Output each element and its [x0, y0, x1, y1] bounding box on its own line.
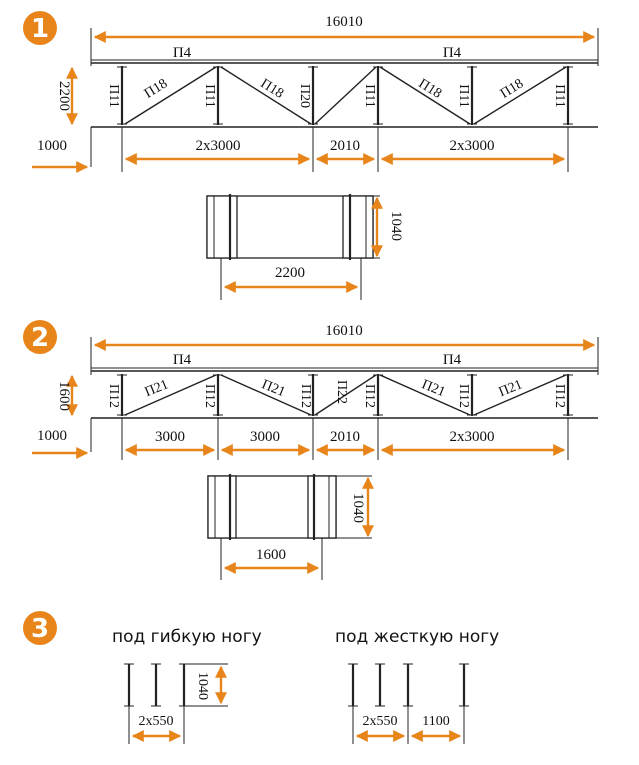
- top-chord-right-label: П4: [443, 352, 462, 368]
- support-label: 1000: [37, 138, 67, 154]
- height-label: 2200: [56, 81, 72, 111]
- badge-1-text: 1: [31, 14, 49, 44]
- post-label: П11: [106, 84, 121, 108]
- bottom-dimension-label: 3000: [250, 429, 280, 445]
- leg-rigid: под жесткую ногу 2х550 1100: [335, 627, 499, 744]
- mid-brace-label: П20: [297, 84, 312, 108]
- flexible-leg-caption: под гибкую ногу: [112, 627, 262, 647]
- bottom-dimension-label: 2х3000: [450, 138, 495, 154]
- badge-3-text: 3: [31, 614, 49, 644]
- bottom-dimension-label: 2010: [330, 429, 360, 445]
- top-chord-left-label: П4: [173, 45, 192, 61]
- bottom-dimension-label: 3000: [155, 429, 185, 445]
- diagonals: [124, 374, 567, 416]
- span-label: 16010: [325, 14, 363, 30]
- post-label: П12: [552, 384, 567, 408]
- post-label: П12: [456, 384, 471, 408]
- post-label: П12: [298, 384, 313, 408]
- rigid-leg-caption: под жесткую ногу: [335, 627, 499, 647]
- leg-height-label: 1040: [195, 672, 210, 700]
- posts: [120, 374, 570, 416]
- brace-label: П21: [497, 377, 525, 400]
- section-height-label: 1040: [388, 211, 404, 241]
- span-label: 16010: [325, 323, 363, 339]
- post-label: П11: [552, 84, 567, 108]
- brace-label: П18: [258, 76, 286, 102]
- brace-label: П21: [419, 377, 447, 400]
- leg-width-label: 2х550: [139, 714, 174, 729]
- height-label: 1600: [56, 381, 72, 411]
- badge-3: 3: [23, 611, 57, 645]
- top-chord-right-label: П4: [443, 45, 462, 61]
- post-label: П11: [202, 84, 217, 108]
- leg-flexible: под гибкую ногу 1040 2х550: [112, 627, 262, 744]
- badge-2-text: 2: [31, 323, 49, 353]
- badge-1: 1: [23, 11, 57, 45]
- section-view-2: 1040 1600: [207, 474, 374, 580]
- leg-width-label: 2х550: [363, 714, 398, 729]
- post-label: П12: [202, 384, 217, 408]
- section-view-1: 1040 2200: [206, 194, 404, 300]
- top-chord-left-label: П4: [173, 352, 192, 368]
- brace-label: П18: [498, 76, 526, 102]
- truss-2: 16010 П4 П4: [32, 323, 599, 460]
- post-label: П11: [456, 84, 471, 108]
- brace-label: П21: [259, 377, 287, 400]
- post-label: П12: [362, 384, 377, 408]
- section-height-label: 1040: [350, 493, 366, 523]
- post-label: П12: [106, 384, 121, 408]
- bottom-dimension-label: 2010: [330, 138, 360, 154]
- bottom-dimension-label: 2х3000: [196, 138, 241, 154]
- section-width-label: 2200: [275, 265, 305, 281]
- leg-width-label: 1100: [422, 714, 449, 729]
- section-width-label: 1600: [256, 547, 286, 563]
- post-label: П11: [362, 84, 377, 108]
- truss-1: 16010 П4 П4: [32, 14, 599, 173]
- badge-2: 2: [23, 320, 57, 354]
- bottom-dimension-label: 2х3000: [450, 429, 495, 445]
- mid-brace-label: П22: [334, 380, 349, 404]
- support-label: 1000: [37, 428, 67, 444]
- diagonals: [124, 66, 567, 125]
- posts: [120, 66, 570, 125]
